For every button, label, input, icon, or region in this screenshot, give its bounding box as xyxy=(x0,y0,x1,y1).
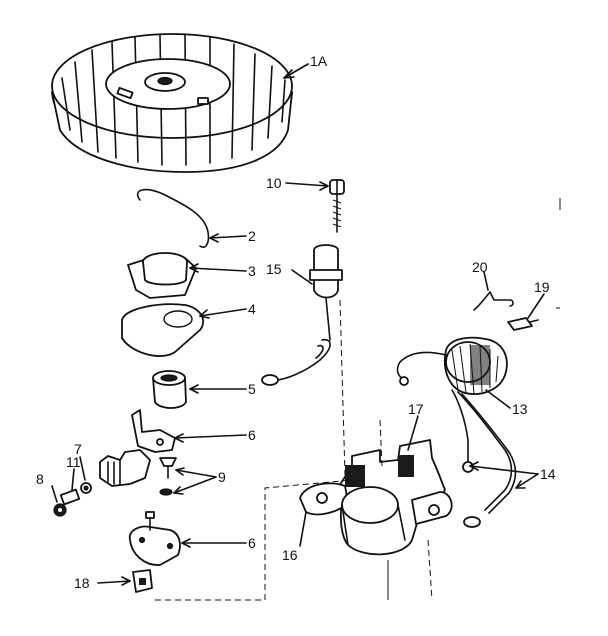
screw-9-part xyxy=(159,457,177,496)
label-6-lower: 6 xyxy=(248,535,256,551)
label-9: 9 xyxy=(218,469,226,485)
label-15: 15 xyxy=(266,261,282,277)
label-4: 4 xyxy=(248,301,256,317)
label-14: 14 xyxy=(540,466,556,482)
condenser-part xyxy=(261,244,343,386)
label-8: 8 xyxy=(36,471,44,487)
contact-plate-part xyxy=(128,511,181,566)
flywheel-part xyxy=(51,33,293,173)
label-3: 3 xyxy=(248,263,256,279)
contact-bracket-part xyxy=(99,449,151,487)
breaker-arm-part xyxy=(131,409,176,453)
label-19: 19 xyxy=(534,279,550,295)
wire-hook-20-part xyxy=(473,291,514,311)
coil-part xyxy=(396,336,508,395)
clip-19-part xyxy=(507,317,539,331)
bracket-11-part xyxy=(59,488,81,506)
bushing-part xyxy=(152,370,187,409)
label-16: 16 xyxy=(282,547,298,563)
spring-part xyxy=(136,188,210,248)
washer-sleeve-part xyxy=(127,252,197,299)
label-7: 7 xyxy=(74,441,82,457)
label-20: 20 xyxy=(472,259,488,275)
clip-18-part xyxy=(132,569,153,593)
wires-14-part xyxy=(451,389,517,528)
label-13: 13 xyxy=(512,401,528,417)
label-18: 18 xyxy=(74,575,90,591)
label-11: 11 xyxy=(66,454,81,470)
screw-10-part xyxy=(329,179,345,233)
label-5: 5 xyxy=(248,381,256,397)
leader-lines xyxy=(51,63,545,586)
label-6-upper: 6 xyxy=(248,427,256,443)
gasket-part xyxy=(121,303,205,357)
label-1a: 1A xyxy=(310,53,328,69)
label-17: 17 xyxy=(408,401,424,417)
label-10: 10 xyxy=(266,175,282,191)
stator-part xyxy=(299,439,453,556)
label-2: 2 xyxy=(248,228,256,244)
nut-8-part xyxy=(53,503,67,517)
washer-7-part xyxy=(80,482,92,494)
